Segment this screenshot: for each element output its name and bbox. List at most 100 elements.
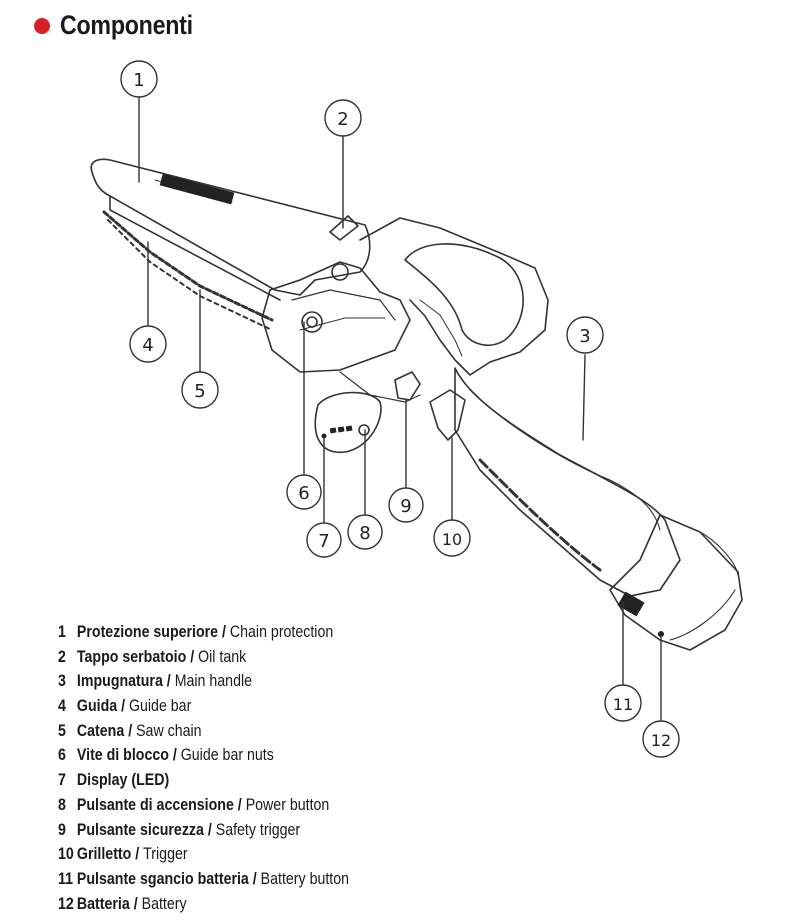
safety-trigger: [394, 371, 421, 401]
item-name-en: Main handle: [174, 672, 253, 691]
callout-number: 11: [613, 695, 633, 714]
item-number: 12: [58, 894, 74, 913]
callout-6: [286, 474, 322, 510]
item-number: 6: [58, 746, 66, 765]
item-name-it: Batteria: [76, 894, 130, 913]
callout-11: [604, 684, 642, 722]
callout-number: 12: [651, 731, 671, 750]
callout-number: 7: [318, 531, 329, 552]
item-name-en: Power button: [245, 795, 330, 814]
callout-number: 4: [142, 335, 153, 356]
legend-item: 3 Impugnatura / Main handle: [58, 669, 349, 694]
item-name-it: Pulsante sicurezza: [76, 820, 204, 839]
callout-number: 6: [298, 483, 309, 504]
item-name-it: Protezione superiore: [76, 623, 219, 641]
item-number: 7: [58, 771, 66, 790]
item-separator: /: [168, 746, 181, 765]
callouts: [120, 60, 680, 758]
item-name-it: Pulsante sgancio batteria: [76, 869, 249, 888]
item-name-en: Guide bar: [128, 697, 192, 716]
legend-item: 6 Vite di blocco / Guide bar nuts: [58, 743, 349, 768]
guide-bar: [90, 158, 371, 296]
legend-item: 7 Display (LED): [58, 768, 349, 793]
callout-12: [642, 720, 680, 758]
item-separator: /: [162, 672, 175, 691]
callout-2: [324, 99, 362, 137]
oil-cap: [329, 215, 359, 241]
item-name-it: Guida: [76, 697, 118, 716]
item-number: 8: [58, 795, 66, 814]
callout-5: [181, 371, 219, 409]
item-number: 3: [58, 672, 66, 691]
item-name-it: Display (LED): [76, 771, 170, 790]
item-separator: /: [129, 894, 142, 913]
callout-number: 8: [359, 523, 370, 544]
item-separator: /: [203, 820, 216, 839]
callout-9: [388, 487, 424, 523]
trigger: [429, 389, 466, 441]
item-separator: /: [218, 623, 230, 641]
item-name-en: Battery: [141, 894, 187, 913]
item-name-en: Saw chain: [136, 721, 202, 740]
item-name-en: Battery button: [260, 869, 350, 888]
battery-release-button: [617, 591, 645, 617]
legend-item: 2 Tappo serbatoio / Oil tank: [58, 645, 349, 670]
component-legend: 1 Protezione superiore / Chain protection…: [58, 620, 396, 916]
item-name-it: Pulsante di accensione: [76, 795, 234, 814]
legend-item: 1 Protezione superiore / Chain protection: [58, 620, 349, 645]
main-handle: [454, 367, 681, 597]
callout-10: [433, 519, 471, 557]
item-separator: /: [233, 795, 246, 814]
callout-number: 1: [133, 70, 144, 91]
item-separator: /: [248, 869, 261, 888]
leader-lines: [138, 96, 662, 722]
item-name-en: Oil tank: [198, 647, 247, 666]
callout-4: [129, 325, 167, 363]
item-name-it: Vite di blocco: [76, 746, 169, 765]
item-number: 2: [58, 647, 66, 666]
item-number: 11: [58, 869, 74, 888]
item-separator: /: [186, 647, 199, 666]
callout-1: [120, 60, 158, 98]
section-header: Componenti: [34, 10, 214, 41]
chainsaw-illustration: [90, 158, 743, 651]
item-name-en: Guide bar nuts: [180, 746, 274, 765]
item-name-it: Tappo serbatoio: [76, 647, 187, 666]
guide-bar-nut: [301, 311, 323, 333]
item-name-en: Chain protection: [229, 623, 334, 641]
callout-8: [347, 514, 383, 550]
item-name-it: Impugnatura: [76, 672, 163, 691]
callout-number: 9: [400, 496, 411, 517]
legend-item: 4 Guida / Guide bar: [58, 694, 349, 719]
callout-number: 5: [194, 381, 205, 402]
item-number: 10: [58, 845, 74, 864]
item-name-en: Trigger: [143, 845, 188, 864]
legend-item: 8 Pulsante di accensione / Power button: [58, 793, 349, 818]
item-separator: /: [131, 845, 144, 864]
callout-3: [566, 316, 604, 354]
section-title: Componenti: [60, 10, 193, 40]
item-separator: /: [124, 721, 137, 740]
item-name-it: Catena: [76, 721, 125, 740]
item-separator: /: [117, 697, 129, 716]
callout-number: 3: [579, 326, 590, 347]
legend-item: 9 Pulsante sicurezza / Safety trigger: [58, 818, 349, 843]
red-bullet-icon: [34, 17, 50, 34]
top-handle: [359, 217, 549, 376]
motor-housing: [261, 261, 411, 373]
item-number: 4: [58, 697, 66, 716]
item-number: 1: [58, 623, 66, 641]
item-name-it: Grilletto: [76, 845, 132, 864]
battery: [609, 514, 743, 651]
saw-chain: [102, 210, 274, 322]
item-name-en: Safety trigger: [215, 820, 301, 839]
callout-numbers: 1 2 3 4 5 6 7 8 9 10 11 12: [133, 70, 671, 750]
display-module: [314, 391, 382, 453]
item-number: 9: [58, 820, 66, 839]
callout-number: 10: [442, 530, 462, 549]
